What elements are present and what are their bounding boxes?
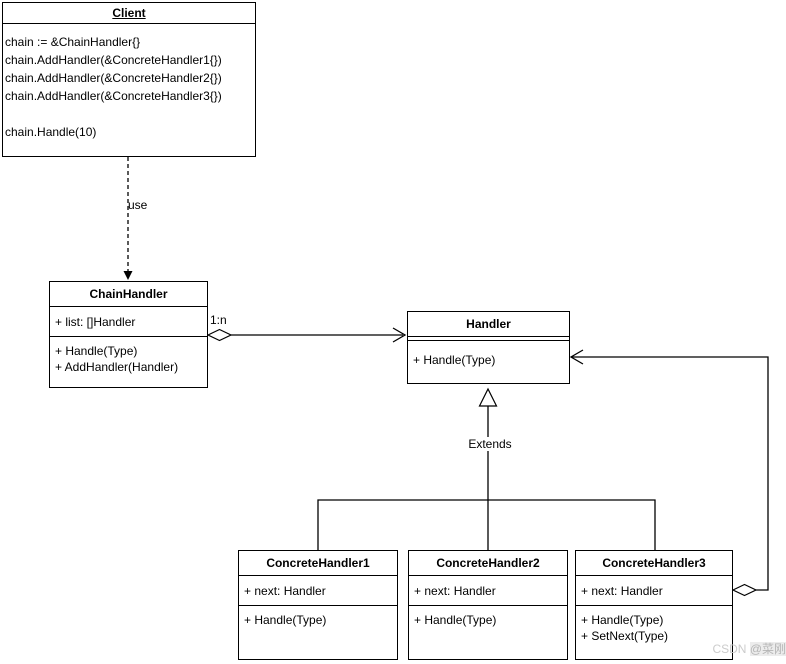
watermark-site: CSDN — [712, 642, 747, 656]
class-concrete-handler3-attributes: + next: Handler — [576, 576, 732, 606]
class-concrete-handler3: ConcreteHandler3 + next: Handler + Handl… — [575, 550, 733, 660]
class-concrete-handler2: ConcreteHandler2 + next: Handler + Handl… — [408, 550, 568, 660]
method-line: + Handle(Type) — [414, 613, 497, 627]
client-code-line: chain.Handle(10) — [5, 125, 97, 139]
csdn-watermark: CSDN @菜刚 — [694, 640, 786, 657]
method-line: + Handle(Type) — [55, 344, 138, 358]
generalization-triangle-icon — [478, 387, 498, 407]
class-concrete-handler1: ConcreteHandler1 + next: Handler + Handl… — [238, 550, 398, 660]
next-handler-line — [572, 356, 769, 591]
open-arrowhead2-icon — [569, 349, 584, 365]
class-concrete-handler2-methods: + Handle(Type) — [409, 606, 567, 659]
class-chain-handler-attributes: + list: []Handler — [50, 307, 207, 337]
class-concrete-handler3-title: ConcreteHandler3 — [576, 551, 732, 576]
method-line: + Handle(Type) — [244, 613, 327, 627]
class-client-body: chain := &ChainHandler{} chain.AddHandle… — [3, 24, 255, 156]
aggregation-diamond-icon — [206, 328, 233, 342]
class-concrete-handler1-attributes: + next: Handler — [239, 576, 397, 606]
class-handler-attributes — [408, 337, 569, 341]
class-chain-handler-methods: + Handle(Type) + AddHandler(Handler) — [50, 337, 207, 387]
class-handler-title: Handler — [408, 312, 569, 337]
class-concrete-handler2-title: ConcreteHandler2 — [409, 551, 567, 576]
use-edge-label: use — [128, 198, 148, 212]
client-code-line: chain.AddHandler(&ConcreteHandler3{}) — [5, 89, 222, 103]
open-arrowhead-icon — [392, 327, 407, 343]
class-concrete-handler2-attributes: + next: Handler — [409, 576, 567, 606]
client-code-line-blank — [5, 105, 253, 123]
method-line: + AddHandler(Handler) — [55, 360, 179, 374]
extends-edge-label: Extends — [462, 437, 518, 451]
method-line: + Handle(Type) — [413, 353, 496, 367]
class-concrete-handler3-methods: + Handle(Type) + SetNext(Type) — [576, 606, 732, 659]
attribute-line: + next: Handler — [581, 583, 663, 598]
client-code-line: chain.AddHandler(&ConcreteHandler1{}) — [5, 53, 222, 67]
attribute-line: + list: []Handler — [55, 314, 136, 329]
class-concrete-handler1-title: ConcreteHandler1 — [239, 551, 397, 576]
dependency-arrowhead-icon — [123, 271, 133, 280]
client-code-line: chain.AddHandler(&ConcreteHandler2{}) — [5, 71, 222, 85]
method-line: + SetNext(Type) — [581, 629, 669, 643]
class-client-title: Client — [3, 3, 255, 24]
generalization-branch-lines — [317, 499, 656, 550]
class-chain-handler: ChainHandler + list: []Handler + Handle(… — [49, 281, 208, 388]
attribute-line: + next: Handler — [414, 583, 496, 598]
class-handler: Handler + Handle(Type) — [407, 311, 570, 384]
method-line: + Handle(Type) — [581, 613, 664, 627]
class-chain-handler-title: ChainHandler — [50, 282, 207, 307]
watermark-user: @菜刚 — [749, 642, 786, 656]
class-handler-methods: + Handle(Type) — [408, 341, 569, 383]
attribute-line: + next: Handler — [244, 583, 326, 598]
client-code-line: chain := &ChainHandler{} — [5, 35, 141, 49]
class-concrete-handler1-methods: + Handle(Type) — [239, 606, 397, 659]
aggregation-diamond2-icon — [731, 583, 758, 597]
multiplicity-label: 1:n — [210, 313, 227, 327]
class-client: Client chain := &ChainHandler{} chain.Ad… — [2, 2, 256, 157]
